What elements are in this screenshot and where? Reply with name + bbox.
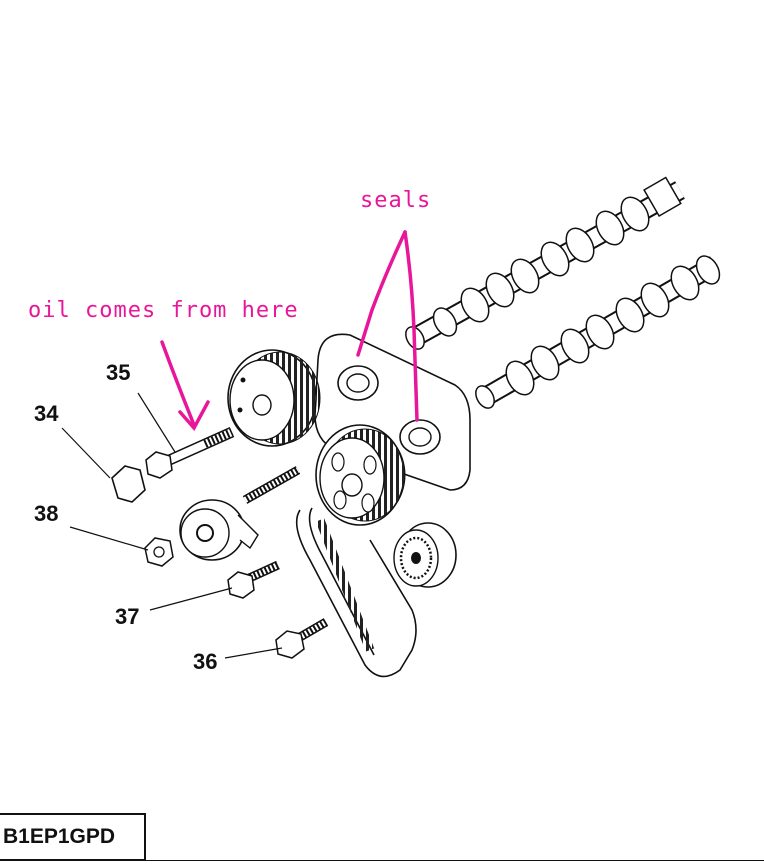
oil-source-annotation: oil comes from here <box>28 298 299 323</box>
bolt-35 <box>145 426 235 479</box>
timing-belt <box>295 507 417 678</box>
belt-tensioner <box>179 499 259 561</box>
idler-roller <box>393 522 457 588</box>
part-number-35: 35 <box>106 360 131 385</box>
part-number-36: 36 <box>193 649 218 674</box>
camshaft-seal-lower <box>399 419 441 455</box>
part-number-38: 38 <box>34 501 59 526</box>
upper-camshaft <box>405 176 685 350</box>
camshaft-seal-upper <box>337 365 379 401</box>
tensioner-stud <box>242 466 301 504</box>
camshaft-pulley-lower <box>315 424 406 526</box>
annotation-strokes <box>160 230 419 432</box>
cap-34 <box>111 465 146 503</box>
seals-annotation: seals <box>360 188 432 213</box>
part-number-34: 34 <box>34 401 59 426</box>
leader-lines <box>61 392 283 659</box>
reference-code-box: B1EP1GPD <box>0 813 146 861</box>
bolt-36 <box>275 618 329 659</box>
nut-38 <box>144 537 174 567</box>
lower-camshaft <box>475 255 721 409</box>
part-number-37: 37 <box>115 604 140 629</box>
reference-code: B1EP1GPD <box>3 825 116 848</box>
bolt-37 <box>227 560 280 599</box>
bottom-rule <box>146 860 764 861</box>
camshaft-pulley-upper <box>227 349 321 447</box>
